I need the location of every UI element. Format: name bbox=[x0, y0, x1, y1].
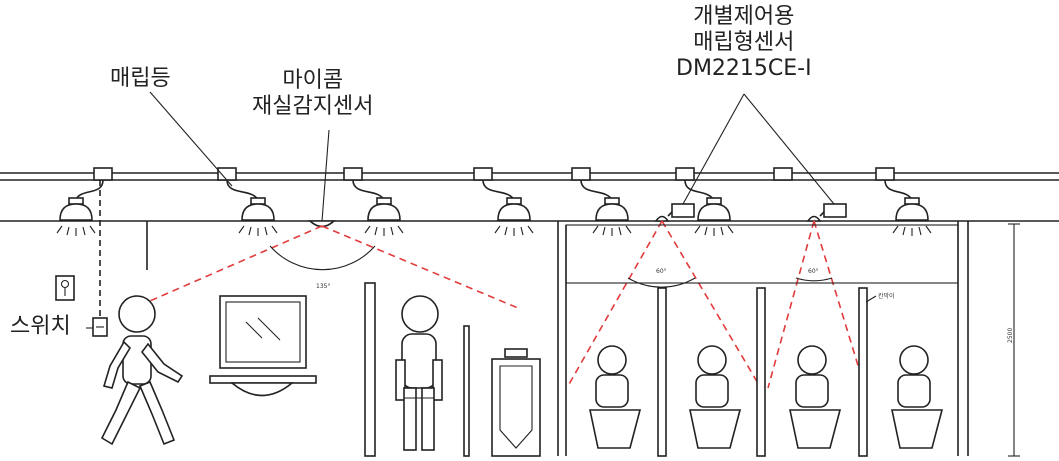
detection-ranges bbox=[142, 220, 861, 391]
urinal bbox=[491, 348, 541, 457]
seated-person-2 bbox=[689, 345, 742, 449]
leader-lines bbox=[149, 91, 835, 222]
height-dimension bbox=[1008, 223, 1020, 457]
ceiling-sensors bbox=[307, 203, 847, 228]
seated-person-1 bbox=[589, 345, 642, 449]
recessed-light-1 bbox=[56, 179, 104, 236]
seated-person-3 bbox=[789, 345, 842, 449]
wall-switch bbox=[55, 180, 108, 337]
toilet-stalls bbox=[557, 221, 969, 457]
angle-label-right-stall: 60° bbox=[808, 268, 819, 275]
stall-sensor-left-box bbox=[671, 203, 695, 218]
individual-sensor-label: 개별제어용 매립형센서 DM2215CE-I bbox=[676, 4, 812, 82]
recessed-light-label: 매립등 bbox=[110, 66, 171, 91]
switch-label: 스위치 bbox=[10, 314, 71, 339]
height-dimension-value: 2500 bbox=[1007, 328, 1014, 343]
stall-sensor-right bbox=[806, 215, 822, 222]
individual-sensor-model: DM2215CE-I bbox=[676, 56, 812, 81]
angle-label-left-stall: 60° bbox=[656, 268, 667, 275]
individual-sensor-label-line1: 개별제어용 bbox=[693, 4, 795, 29]
stall-sensor-left bbox=[654, 215, 670, 222]
recessed-light-7 bbox=[884, 179, 932, 236]
recessed-lights bbox=[56, 179, 932, 236]
mic-sensor-label: 마이콤 재실감지센서 bbox=[252, 68, 373, 120]
mirror-and-sink bbox=[209, 295, 317, 397]
walking-person bbox=[100, 295, 184, 446]
recessed-light-2 bbox=[226, 179, 278, 236]
person-at-urinal bbox=[395, 295, 443, 451]
recessed-light-4 bbox=[482, 179, 534, 236]
mic-occupancy-sensor bbox=[307, 220, 337, 228]
partition-note: 칸막이 bbox=[878, 292, 895, 300]
mic-sensor-label-line1: 마이콤 bbox=[282, 68, 344, 93]
recessed-light-6 bbox=[684, 179, 734, 236]
urinal-partitions bbox=[364, 282, 470, 457]
recessed-light-5 bbox=[580, 179, 632, 236]
junction-boxes bbox=[93, 167, 895, 181]
angle-label-main: 135° bbox=[316, 283, 330, 290]
mic-sensor-label-line2: 재실감지센서 bbox=[252, 94, 374, 119]
recessed-light-3 bbox=[352, 179, 404, 236]
individual-sensor-label-line2: 매립형센서 bbox=[693, 30, 795, 55]
stall-sensor-right-box bbox=[823, 203, 847, 218]
seated-person-4 bbox=[891, 345, 944, 449]
